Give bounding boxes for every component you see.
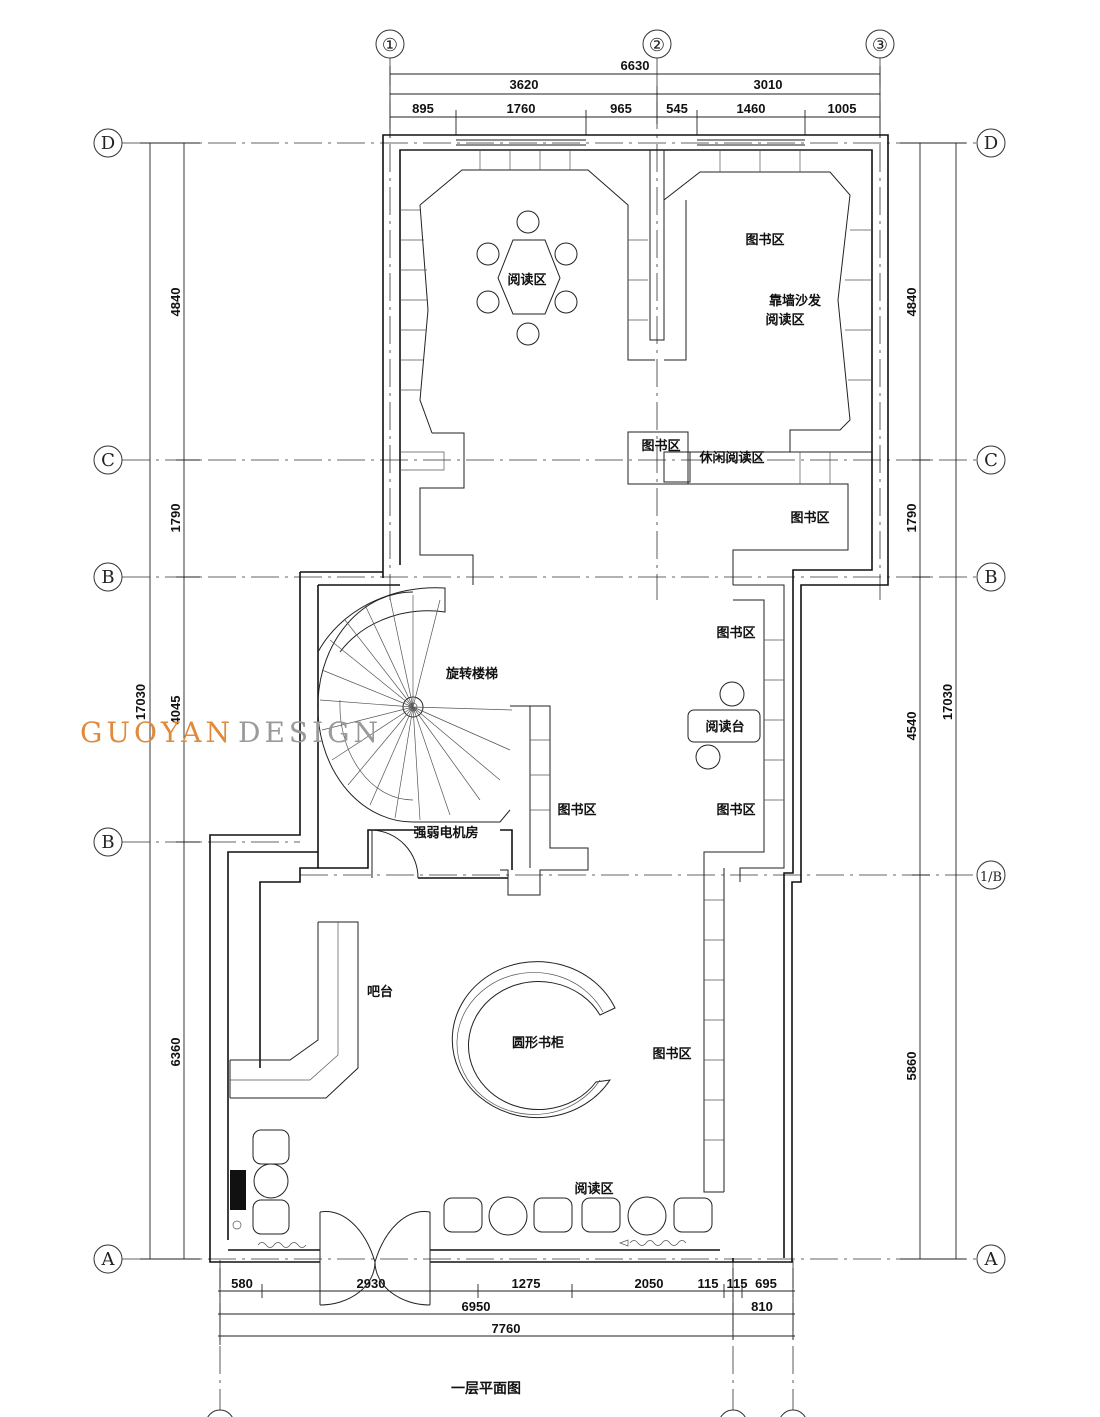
label-bar: 吧台 (367, 984, 393, 1000)
dim-top-detail-3: 965 (610, 101, 632, 116)
drawing-title: 一层平面图 (451, 1381, 521, 1397)
label-sofa-reading-1: 靠墙沙发 (769, 293, 822, 309)
dimension-left: 4840 1790 4045 6360 17030 (133, 142, 200, 1260)
axis-bubble-top-1: ① (375, 29, 405, 59)
dim-bottom-detail-7: 695 (755, 1276, 777, 1291)
label-library-right-lower: 图书区 (716, 802, 755, 818)
label-library-right-c: 图书区 (790, 510, 829, 526)
dimension-top: 6630 3620 3010 895 1760 965 545 1460 100… (389, 58, 881, 138)
axis-bubble-left-b: B (93, 562, 123, 592)
label-sofa-reading-2: 阅读区 (765, 312, 804, 328)
dim-right-3: 4540 (904, 712, 919, 741)
dim-top-total: 6630 (621, 58, 650, 73)
dim-right-1: 4840 (904, 288, 919, 317)
axis-bubble-right-a: A (976, 1244, 1006, 1274)
svg-text:②: ② (649, 35, 665, 56)
dim-bottom-detail-3: 1275 (512, 1276, 541, 1291)
dim-bottom-detail-4: 2050 (635, 1276, 664, 1291)
dim-bottom-detail-5: 115 (698, 1276, 719, 1291)
svg-text:B: B (984, 567, 997, 588)
label-reading-bottom: 阅读区 (574, 1181, 613, 1197)
dim-top-detail-4: 545 (666, 101, 688, 116)
dim-bottom-detail-2: 2930 (357, 1276, 386, 1291)
bar-counter (229, 921, 359, 1099)
axis-bubble-left-c: C (93, 445, 123, 475)
round-bookshelf (451, 961, 616, 1119)
dim-top-mid-1: 3620 (510, 77, 539, 92)
label-machine-room: 强弱电机房 (413, 825, 478, 841)
dim-left-total: 17030 (133, 684, 148, 720)
room-labels: 阅读区 图书区 靠墙沙发 阅读区 图书区 休闲阅读区 图书区 旋转楼梯 图书区 … (367, 232, 830, 1197)
dim-bottom-detail-1: 580 (231, 1276, 253, 1291)
dim-top-detail-2: 1760 (507, 101, 536, 116)
dim-top-detail-6: 1005 (828, 101, 857, 116)
reading-table-set (476, 210, 578, 346)
dim-left-3: 4045 (168, 696, 183, 725)
label-round-shelf: 圆形书柜 (512, 1035, 564, 1051)
label-library-right-b: 图书区 (716, 625, 755, 641)
grid-lines (122, 58, 976, 1410)
dim-right-4: 5860 (904, 1052, 919, 1081)
svg-text:B: B (101, 567, 114, 588)
axis-bubble-right-c: C (976, 445, 1006, 475)
svg-text:A: A (984, 1249, 999, 1270)
svg-text:B: B (101, 832, 114, 853)
svg-text:D: D (101, 133, 115, 154)
dim-left-1: 4840 (168, 288, 183, 317)
svg-text:D: D (984, 133, 998, 154)
entrance-seating (230, 1129, 713, 1248)
label-library-mid: 图书区 (641, 438, 680, 454)
watermark-guoyan: GUOYAN (80, 716, 234, 749)
entrance-doors (319, 1211, 431, 1306)
dim-top-detail-1: 895 (412, 101, 434, 116)
upper-shelving (400, 149, 872, 1193)
dim-bottom-detail-6: 115 (727, 1276, 748, 1291)
machine-room (318, 829, 513, 879)
label-library-stair: 图书区 (557, 802, 596, 818)
axis-bubble-right-d: D (976, 128, 1006, 158)
axis-bubble-right-1b: 1/B (976, 860, 1006, 890)
dim-left-2: 1790 (168, 504, 183, 533)
svg-text:A: A (101, 1249, 116, 1270)
label-library-bottom-right: 图书区 (652, 1046, 691, 1062)
dim-top-detail-5: 1460 (737, 101, 766, 116)
dim-right-2: 1790 (904, 504, 919, 533)
dim-bottom-total: 7760 (492, 1321, 521, 1336)
label-reading-top-left: 阅读区 (507, 272, 546, 288)
watermark: GUOYAN DESIGN (80, 716, 382, 749)
label-stairs: 旋转楼梯 (445, 666, 498, 682)
watermark-design: DESIGN (238, 716, 382, 749)
reading-desk (687, 681, 761, 770)
label-leisure-reading: 休闲阅读区 (698, 450, 764, 466)
svg-text:1/B: 1/B (980, 870, 1002, 885)
svg-text:①: ① (382, 35, 398, 56)
axis-bubble-bottom-partial (207, 1409, 806, 1417)
dimension-right: 4840 1790 4540 5860 17030 (900, 142, 966, 1260)
axis-bubble-left-b2: B (93, 827, 123, 857)
dimension-bottom: 580 2930 1275 2050 115 115 695 6950 810 … (218, 1268, 795, 1345)
svg-text:C: C (101, 450, 115, 471)
label-reading-desk: 阅读台 (705, 719, 744, 735)
dim-bottom-mid-2: 810 (751, 1299, 773, 1314)
label-library-top-right: 图书区 (745, 232, 784, 248)
svg-text:C: C (984, 450, 998, 471)
dim-bottom-mid-1: 6950 (462, 1299, 491, 1314)
axis-bubble-top-3: ③ (865, 29, 895, 59)
spiral-staircase (317, 587, 589, 896)
svg-text:③: ③ (872, 35, 888, 56)
axis-bubble-left-d: D (93, 128, 123, 158)
dim-top-mid-2: 3010 (754, 77, 783, 92)
axis-bubble-top-2: ② (642, 29, 672, 59)
axis-bubble-right-b: B (976, 562, 1006, 592)
dim-right-total: 17030 (940, 684, 955, 720)
dim-left-4: 6360 (168, 1038, 183, 1067)
axis-bubble-left-a: A (93, 1244, 123, 1274)
